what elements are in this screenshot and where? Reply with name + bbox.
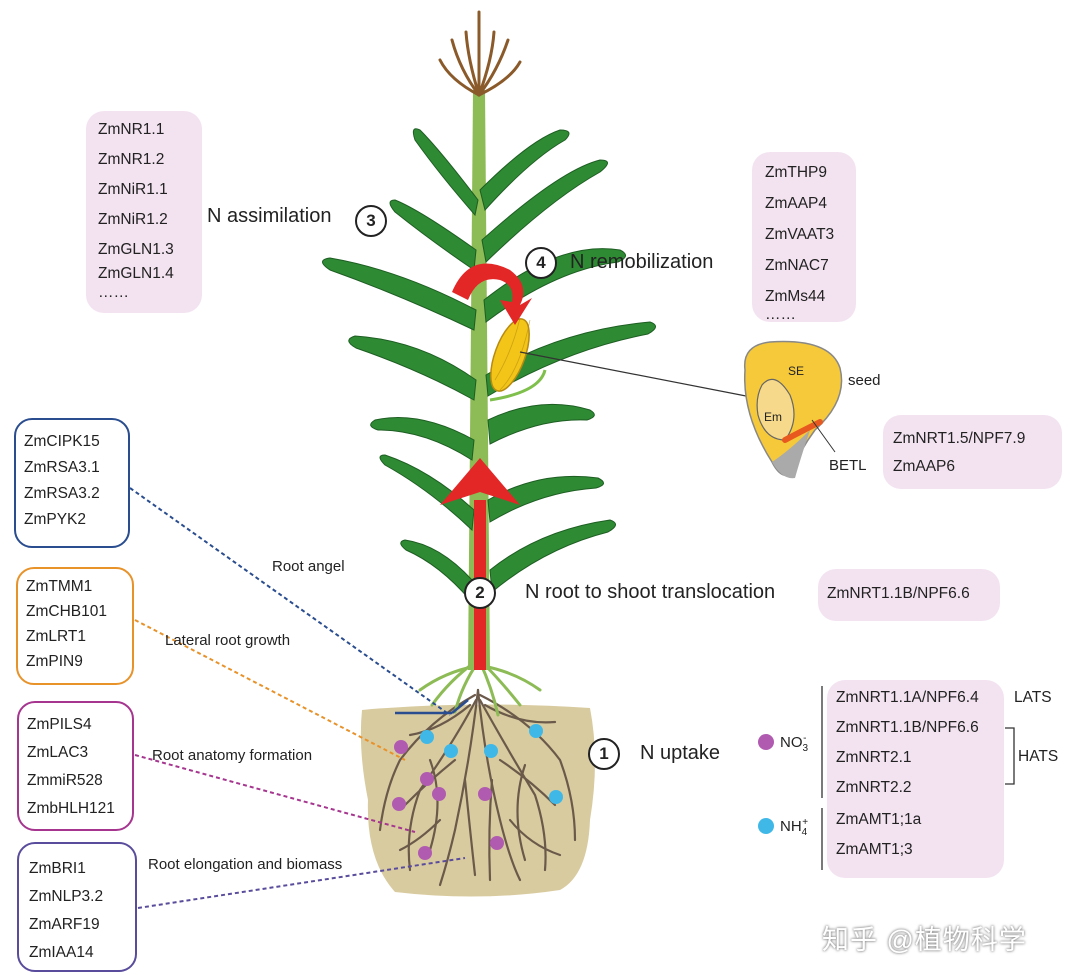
gene-item: ZmNRT1.1B/NPF6.6 xyxy=(827,585,970,602)
soil-block xyxy=(360,704,595,897)
seed-connector-line xyxy=(519,351,747,397)
gene-item: ZmMs44 xyxy=(765,288,826,305)
root-elongation-connector xyxy=(137,857,466,909)
nitrate-legend-dot xyxy=(758,734,774,750)
seed-label: seed xyxy=(848,372,881,389)
hats-bracket xyxy=(1005,727,1015,785)
gene-item: ZmAAP4 xyxy=(765,195,828,212)
root-angel-gene-box: ZmCIPK15 ZmRSA3.1 ZmRSA3.2 ZmPYK2 xyxy=(14,418,130,548)
step-4-badge: 4 xyxy=(525,247,557,279)
watermark: 知乎 @植物科学 xyxy=(822,925,1027,955)
gene-item: ZmTMM1 xyxy=(26,578,93,595)
remobilization-label: N remobilization xyxy=(570,251,714,273)
gene-item: ZmPILS4 xyxy=(27,716,92,733)
gene-item: …… xyxy=(98,284,129,301)
ammonium-legend-dot xyxy=(758,818,774,834)
seed-illustration xyxy=(743,340,843,479)
gene-item: ZmNRT2.2 xyxy=(836,779,912,796)
gene-item: ZmCHB101 xyxy=(26,603,107,620)
lateral-root-gene-box: ZmTMM1 ZmCHB101 ZmLRT1 ZmPIN9 xyxy=(16,567,134,685)
ammonium-dots xyxy=(420,724,563,804)
lats-label: LATS xyxy=(1014,689,1052,706)
gene-item: ZmPYK2 xyxy=(24,511,87,528)
gene-item: …… xyxy=(765,306,796,323)
gene-item: ZmNRT2.1 xyxy=(836,749,912,766)
assimilation-gene-box: ZmNR1.1 ZmNR1.2 ZmNiR1.1 ZmNiR1.2 ZmGLN1… xyxy=(86,111,202,313)
nitrate-legend-label: NO3- xyxy=(780,733,809,754)
remobilization-gene-box: ZmTHP9 ZmAAP4 ZmVAAT3 ZmNAC7 ZmMs44 …… xyxy=(752,152,856,322)
corn-ear xyxy=(489,317,547,402)
gene-item: ZmAAP6 xyxy=(893,458,956,475)
gene-item: ZmNRT1.5/NPF7.9 xyxy=(893,430,1026,447)
gene-item: ZmRSA3.2 xyxy=(24,485,100,502)
root-anatomy-connector xyxy=(134,754,416,833)
gene-item: ZmVAAT3 xyxy=(765,226,835,243)
lateral-root-label: Lateral root growth xyxy=(165,632,291,649)
gene-item: ZmNRT1.1B/NPF6.6 xyxy=(836,719,979,736)
gene-item: ZmbHLH121 xyxy=(27,800,115,817)
remobilization-arrow xyxy=(452,263,532,325)
translocation-label: N root to shoot translocation xyxy=(525,581,776,603)
root-elongation-label: Root elongation and biomass xyxy=(148,856,343,873)
root-anatomy-label: Root anatomy formation xyxy=(152,747,313,764)
gene-item: ZmRSA3.1 xyxy=(24,459,100,476)
translocation-arrow-head xyxy=(440,458,520,505)
seed-gene-box: ZmNRT1.5/NPF7.9 ZmAAP6 xyxy=(883,415,1062,489)
root-angel-label: Root angel xyxy=(272,558,345,575)
root-elongation-gene-box: ZmBRI1 ZmNLP3.2 ZmARF19 ZmIAA14 xyxy=(17,842,137,972)
step-2-badge: 2 xyxy=(464,577,496,609)
gene-item: ZmNiR1.2 xyxy=(98,211,168,228)
assimilation-label: N assimilation xyxy=(207,205,332,227)
gene-item: ZmBRI1 xyxy=(29,860,86,877)
root-angel-marker-v xyxy=(451,699,469,714)
lateral-root-connector xyxy=(134,619,406,761)
gene-item: ZmPIN9 xyxy=(26,653,83,670)
seed-betl-label: BETL xyxy=(829,457,867,474)
step-3-badge: 3 xyxy=(355,205,387,237)
tassel xyxy=(438,10,522,97)
gene-item: ZmAMT1;3 xyxy=(836,841,913,858)
hats-label: HATS xyxy=(1018,748,1059,765)
gene-item: ZmNR1.2 xyxy=(98,151,165,168)
gene-item: ZmLAC3 xyxy=(27,744,89,761)
gene-item: ZmmiR528 xyxy=(27,772,103,789)
uptake-label: N uptake xyxy=(640,742,721,764)
gene-item: ZmNRT1.1A/NPF6.4 xyxy=(836,689,979,706)
root-angel-connector xyxy=(129,487,451,716)
gene-item: ZmCIPK15 xyxy=(24,433,100,450)
gene-item: ZmNLP3.2 xyxy=(29,888,104,905)
gene-item: ZmARF19 xyxy=(29,916,100,933)
gene-item: ZmAMT1;1a xyxy=(836,811,922,828)
gene-item: ZmNAC7 xyxy=(765,257,829,274)
gene-item: ZmIAA14 xyxy=(29,944,94,961)
gene-item: ZmTHP9 xyxy=(765,164,827,181)
ammonium-legend-label: NH4+ xyxy=(780,817,809,838)
gene-item: ZmGLN1.3 xyxy=(98,241,174,258)
translocation-gene-box: ZmNRT1.1B/NPF6.6 xyxy=(818,569,1000,621)
seed-embryo-label: Em xyxy=(764,410,782,424)
root-anatomy-gene-box: ZmPILS4 ZmLAC3 ZmmiR528 ZmbHLH121 xyxy=(17,701,134,831)
gene-item: ZmGLN1.4 xyxy=(98,265,174,282)
gene-item: ZmLRT1 xyxy=(26,628,87,645)
uptake-gene-box: ZmNRT1.1A/NPF6.4 ZmNRT1.1B/NPF6.6 ZmNRT2… xyxy=(827,680,1004,878)
step-1-badge: 1 xyxy=(588,738,620,770)
gene-item: ZmNiR1.1 xyxy=(98,181,168,198)
leaves xyxy=(322,128,656,602)
gene-item: ZmNR1.1 xyxy=(98,121,165,138)
seed-endosperm-label: SE xyxy=(788,364,805,378)
nitrate-dots xyxy=(392,740,504,860)
